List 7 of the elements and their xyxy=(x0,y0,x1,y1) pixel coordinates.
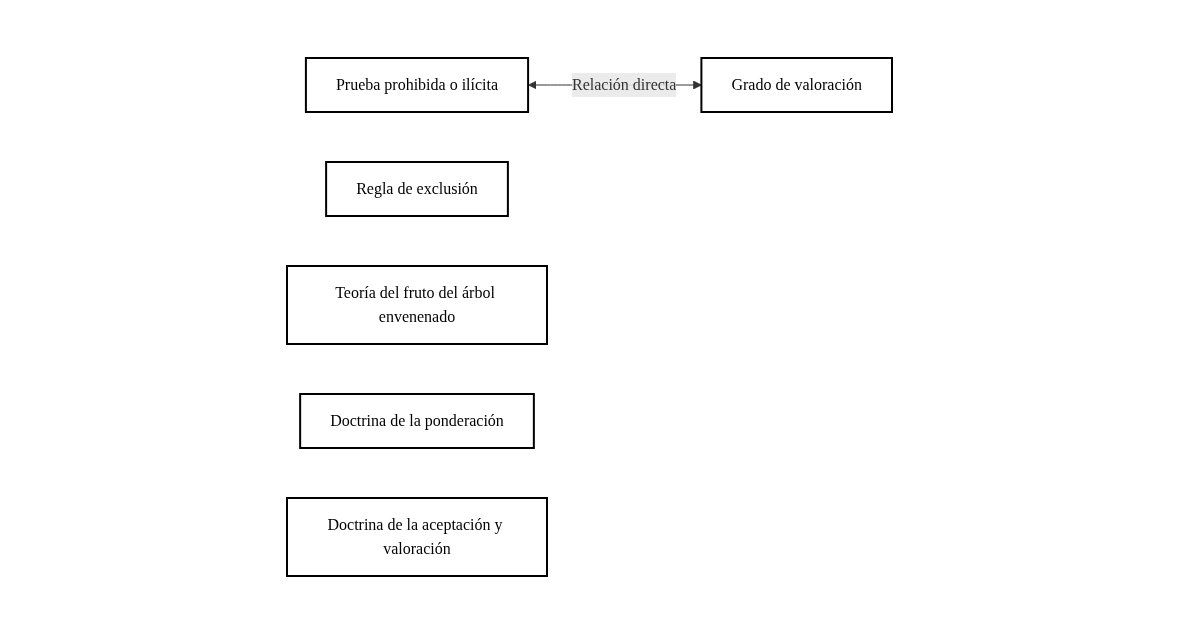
node-box: Regla de exclusión xyxy=(325,161,509,217)
node-box: Doctrina de la ponderación xyxy=(299,393,535,449)
node-box: Doctrina de la aceptación y valoración xyxy=(286,497,548,577)
edge-label: Relación directa xyxy=(572,76,677,93)
node-box: Teoría del fruto del árbol envenenado xyxy=(286,265,548,345)
node-box: Grado de valoración xyxy=(700,57,893,113)
node-box: Prueba prohibida o ilícita xyxy=(304,57,530,113)
